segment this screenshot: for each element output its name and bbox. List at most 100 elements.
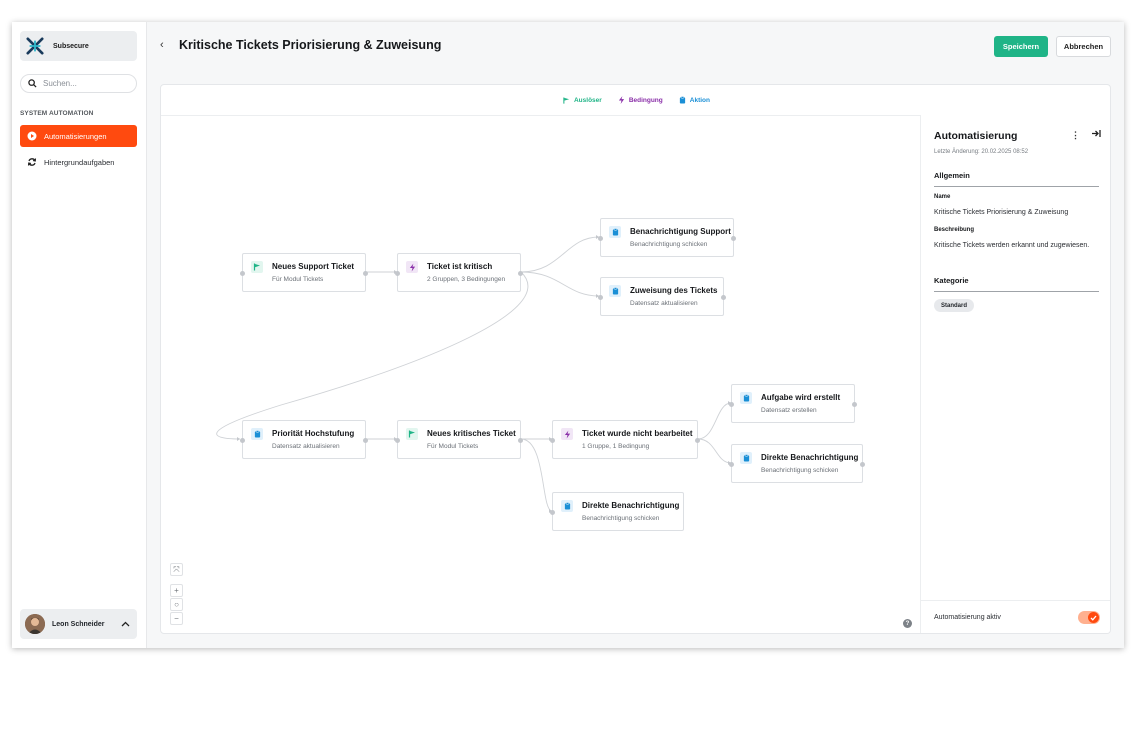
workflow-node-action[interactable]: Benachrichtigung Support Benachrichtigun… — [598, 218, 736, 257]
panel-footer: Automatisierung aktiv — [921, 600, 1110, 633]
edge-n2-n3 — [520, 236, 600, 273]
node-output-port[interactable] — [731, 236, 736, 241]
zoom-reset-button[interactable]: ○ — [170, 598, 183, 611]
clipboard-icon — [740, 452, 752, 464]
node-input-port[interactable] — [240, 438, 245, 443]
sidebar-item-automatisierungen[interactable]: Automatisierungen — [20, 125, 137, 147]
section-general: Allgemein — [934, 171, 1099, 187]
clipboard-icon — [561, 500, 573, 512]
edge-n6-n10 — [520, 438, 553, 512]
legend-action-label: Aktion — [689, 96, 710, 104]
legend-condition-label: Bedingung — [628, 96, 663, 104]
node-output-port[interactable] — [695, 438, 700, 443]
node-title: Ticket wurde nicht bearbeitet — [582, 429, 693, 438]
edge-n7-n8 — [697, 402, 732, 440]
node-input-port[interactable] — [550, 438, 555, 443]
node-title: Neues Support Ticket — [272, 262, 355, 271]
cancel-button[interactable]: Abbrechen — [1056, 36, 1111, 57]
flag-icon — [406, 428, 418, 440]
workflow-node-condition[interactable]: Ticket ist kritisch 2 Gruppen, 3 Bedingu… — [395, 253, 523, 292]
node-subtitle: Datensatz erstellen — [761, 407, 817, 414]
category-chip[interactable]: Standard — [934, 299, 975, 312]
workflow-canvas[interactable]: Auslöser Bedingung Aktion — [160, 84, 1111, 634]
brand[interactable]: Subsecure — [20, 31, 137, 61]
sidebar: Subsecure Suchen... SYSTEM AUTOMATION Au… — [12, 22, 147, 648]
node-subtitle: Datensatz aktualisieren — [630, 300, 698, 307]
workflow-node-trigger[interactable]: Neues Support Ticket Für Modul Tickets — [240, 253, 368, 292]
legend-trigger-label: Auslöser — [573, 96, 602, 104]
node-output-port[interactable] — [363, 438, 368, 443]
node-input-port[interactable] — [395, 438, 400, 443]
zoom-out-button[interactable]: − — [170, 612, 183, 625]
node-title: Direkte Benachrichtigung — [761, 453, 859, 462]
node-title: Priorität Hochstufung — [272, 429, 355, 438]
node-input-port[interactable] — [729, 402, 734, 407]
workflow-edges — [216, 235, 732, 513]
node-subtitle: Benachrichtigung schicken — [761, 467, 839, 474]
fit-view-button[interactable]: ⤧ — [170, 563, 183, 576]
node-title: Neues kritisches Ticket — [427, 429, 516, 438]
workflow-node-condition[interactable]: Ticket wurde nicht bearbeitet 1 Gruppe, … — [550, 420, 700, 459]
section-title: SYSTEM AUTOMATION — [20, 110, 94, 117]
back-chevron-icon[interactable]: ‹ — [160, 39, 164, 51]
node-subtitle: Für Modul Tickets — [427, 443, 479, 450]
clipboard-icon — [609, 285, 621, 297]
workflow-node-action[interactable]: Aufgabe wird erstellt Datensatz erstelle… — [729, 384, 857, 423]
clipboard-icon — [740, 392, 752, 404]
name-value[interactable]: Kritische Tickets Priorisierung & Zuweis… — [934, 209, 1069, 216]
workflow-node-action[interactable]: Zuweisung des Tickets Datensatz aktualis… — [598, 277, 726, 316]
edge-n7-n9 — [697, 438, 732, 464]
description-value[interactable]: Kritische Tickets werden erkannt und zug… — [934, 242, 1090, 249]
flag-icon — [251, 261, 263, 273]
sidebar-item-hintergrundaufgaben[interactable]: Hintergrundaufgaben — [20, 151, 137, 173]
flag-icon — [563, 96, 570, 104]
workflow-node-action[interactable]: Direkte Benachrichtigung Benachrichtigun… — [729, 444, 865, 483]
app-window: Subsecure Suchen... SYSTEM AUTOMATION Au… — [12, 22, 1124, 648]
save-button[interactable]: Speichern — [994, 36, 1048, 57]
active-toggle[interactable] — [1078, 611, 1100, 624]
collapse-panel-icon[interactable] — [1091, 129, 1101, 138]
help-icon[interactable]: ? — [903, 619, 912, 628]
panel-title: Automatisierung — [934, 130, 1018, 142]
node-subtitle: Benachrichtigung schicken — [630, 241, 708, 248]
node-input-port[interactable] — [598, 295, 603, 300]
workflow-node-trigger[interactable]: Neues kritisches Ticket Für Modul Ticket… — [395, 420, 523, 459]
page-title: Kritische Tickets Priorisierung & Zuweis… — [179, 38, 442, 52]
search-placeholder: Suchen... — [43, 79, 77, 88]
subsecure-logo-icon — [26, 37, 44, 55]
workflow-node-action[interactable]: Priorität Hochstufung Datensatz aktualis… — [240, 420, 368, 459]
active-toggle-label: Automatisierung aktiv — [934, 614, 1001, 621]
legend-action: Aktion — [679, 96, 710, 104]
node-output-port[interactable] — [363, 271, 368, 276]
description-label: Beschreibung — [934, 227, 975, 233]
node-subtitle: Datensatz aktualisieren — [272, 443, 340, 450]
play-circle-icon — [27, 131, 37, 141]
node-input-port[interactable] — [550, 510, 555, 515]
node-output-port[interactable] — [518, 438, 523, 443]
chevron-up-icon[interactable] — [121, 621, 130, 627]
node-subtitle: 1 Gruppe, 1 Bedingung — [582, 443, 650, 450]
user-menu[interactable]: Leon Schneider — [20, 609, 137, 639]
node-subtitle: Benachrichtigung schicken — [582, 515, 660, 522]
zoom-in-button[interactable]: + — [170, 584, 183, 597]
lightning-icon — [561, 428, 573, 440]
node-subtitle: Für Modul Tickets — [272, 276, 324, 283]
node-input-port[interactable] — [729, 462, 734, 467]
sidebar-item-label: Hintergrundaufgaben — [44, 157, 115, 167]
node-output-port[interactable] — [860, 462, 865, 467]
node-title: Benachrichtigung Support — [630, 227, 731, 236]
legend-condition: Bedingung — [618, 96, 663, 104]
node-title: Aufgabe wird erstellt — [761, 393, 841, 402]
node-output-port[interactable] — [518, 271, 523, 276]
clipboard-icon — [679, 96, 685, 104]
node-input-port[interactable] — [395, 271, 400, 276]
search-input[interactable]: Suchen... — [20, 74, 137, 93]
properties-panel: Automatisierung ⋮ Letzte Änderung: 20.02… — [920, 115, 1110, 633]
node-output-port[interactable] — [721, 295, 726, 300]
last-change-timestamp: Letzte Änderung: 20.02.2025 08:52 — [934, 149, 1029, 155]
node-output-port[interactable] — [852, 402, 857, 407]
node-input-port[interactable] — [598, 236, 603, 241]
more-options-icon[interactable]: ⋮ — [1071, 130, 1080, 140]
workflow-node-action[interactable]: Direkte Benachrichtigung Benachrichtigun… — [550, 492, 684, 531]
node-input-port[interactable] — [240, 271, 245, 276]
